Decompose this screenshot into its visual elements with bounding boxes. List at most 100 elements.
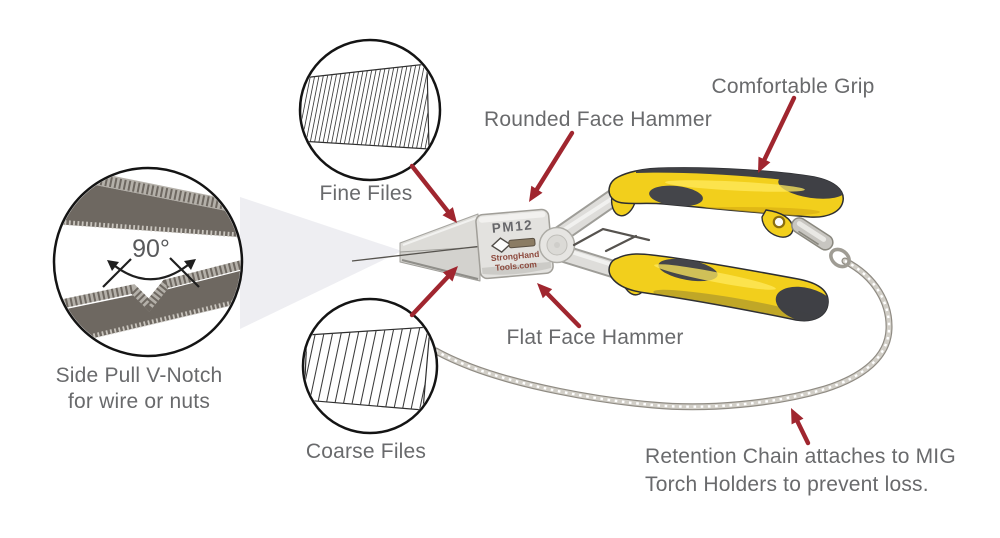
hatch-line	[377, 64, 401, 149]
hatch-line	[364, 64, 388, 149]
jaw-lower-shadow	[401, 259, 479, 280]
label-fine-files: Fine Files	[319, 182, 413, 205]
hatch-line	[369, 64, 393, 149]
hatch-line	[447, 56, 469, 168]
coarse-circle-outline	[301, 297, 439, 435]
arrow-flat-face-hammer	[537, 283, 582, 329]
jaw-lower	[399, 246, 481, 282]
hatch-line	[356, 64, 380, 149]
hatch-line	[360, 64, 384, 149]
arrow-shaft	[543, 289, 582, 329]
arrow-head	[529, 185, 543, 202]
arrow-head	[758, 156, 771, 173]
angle-tick-left	[102, 258, 132, 288]
hatch-line	[386, 64, 410, 149]
brand-line1: StrongHand	[490, 249, 539, 263]
hook-ring	[829, 247, 851, 269]
arrow-head	[442, 207, 457, 223]
magnifier-beam	[240, 197, 402, 329]
hatch-line	[356, 327, 380, 410]
label-rounded-face-hammer: Rounded Face Hammer	[484, 108, 712, 131]
lanyard-hole	[772, 215, 786, 229]
model-number: PM12	[491, 217, 533, 236]
retention-chain	[432, 257, 893, 411]
arrow-head	[442, 266, 458, 282]
welding-wire	[351, 244, 492, 262]
arrow-shaft	[409, 163, 452, 216]
hatch-line	[326, 64, 350, 149]
label-retention-line2: Torch Holders to prevent loss.	[645, 473, 929, 496]
hatch-line	[347, 64, 371, 149]
label-coarse-files: Coarse Files	[305, 440, 427, 463]
hatch-line	[390, 64, 414, 149]
hatch-line	[330, 64, 354, 149]
upper-serration-bottom	[55, 219, 241, 239]
angle-arrowhead-left	[107, 260, 119, 271]
detail-circle-coarse-files	[301, 297, 465, 435]
hatch-line	[313, 64, 337, 149]
hatch-line	[399, 327, 423, 410]
file-slot	[508, 237, 536, 249]
hatch-line	[416, 64, 429, 149]
hatch-line	[443, 56, 465, 168]
lower-serration	[55, 257, 241, 312]
hatch-line	[395, 64, 418, 149]
hatch-line	[373, 327, 397, 410]
label-side-pull-line2: for wire or nuts	[67, 390, 211, 413]
head-block: PM12 StrongHand Tools.com	[475, 208, 554, 280]
jaw-upper	[399, 213, 481, 253]
arrow-rounded-face-hammer	[529, 130, 575, 202]
arrow-coarse-files	[409, 266, 458, 318]
hatch-line	[352, 64, 375, 149]
hatch-line	[382, 64, 406, 149]
spring-wire	[572, 227, 651, 253]
arrow-shaft	[533, 130, 575, 195]
angle-label: 90°	[132, 235, 170, 263]
hatch-line	[364, 327, 388, 410]
hatch-line	[443, 318, 465, 422]
hatch-line	[407, 327, 430, 410]
label-comfortable-grip: Comfortable Grip	[711, 75, 875, 98]
pivot-boss	[538, 226, 576, 264]
detail-circle-fine-files	[298, 38, 469, 182]
hatch-line	[412, 64, 429, 149]
label-side-pull-line1: Side Pull V-Notch	[55, 364, 223, 387]
hatch-line	[304, 327, 320, 410]
vnotch-circle-outline	[52, 166, 244, 358]
fine-circle-outline	[298, 38, 442, 182]
handle-lower-accents	[653, 258, 829, 321]
lower-serration-bottom	[59, 295, 241, 347]
hatch-line	[439, 56, 461, 168]
angle-tick-right	[169, 257, 200, 288]
arrow-shaft	[794, 416, 811, 446]
vnotch-upper-jaw	[55, 176, 241, 238]
arm-upper	[549, 184, 629, 245]
arrow-head	[537, 283, 553, 299]
pliers: PM12 StrongHand Tools.com	[351, 167, 851, 322]
hatch-line	[317, 64, 341, 149]
arrow-shaft	[761, 95, 797, 165]
jaw-upper-highlight	[402, 217, 477, 246]
label-retention-line1: Retention Chain attaches to MIG	[645, 445, 956, 468]
hatch-line	[382, 327, 406, 410]
arrow-head	[791, 408, 804, 425]
arrow-retention-chain	[791, 408, 811, 446]
label-side-pull-vnotch: Side Pull V-Notch for wire or nuts	[56, 363, 223, 415]
label-retention-chain: Retention Chain attaches to MIG Torch Ho…	[645, 443, 956, 499]
arrow-shaft	[409, 272, 452, 318]
arrow-fine-files	[409, 163, 457, 223]
arrow-comfortable-grip	[758, 95, 797, 173]
hatch-line	[407, 64, 429, 149]
hatch-line	[334, 64, 358, 149]
hatch-line	[390, 327, 414, 410]
hatch-line	[321, 64, 345, 149]
hatch-line	[373, 64, 397, 149]
hatch-line	[339, 64, 363, 149]
label-flat-face-hammer: Flat Face Hammer	[506, 326, 684, 349]
hatch-line	[343, 64, 367, 149]
detail-circle-vnotch: 90°	[52, 166, 244, 358]
snap-hook	[791, 217, 834, 251]
hatch-line	[403, 64, 427, 149]
